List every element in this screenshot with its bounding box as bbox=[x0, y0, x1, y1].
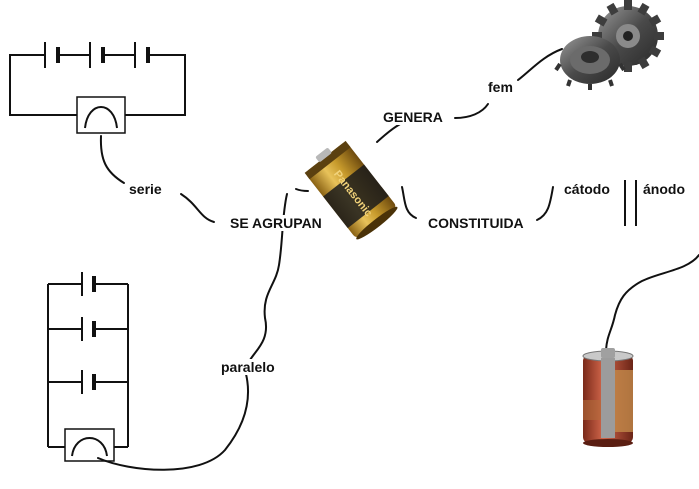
label-se-agrupan: SE AGRUPAN bbox=[230, 215, 322, 231]
label-paralelo: paralelo bbox=[221, 359, 275, 375]
electrode-plates bbox=[624, 180, 637, 226]
label-constituida: CONSTITUIDA bbox=[428, 215, 524, 231]
label-catodo: cátodo bbox=[564, 181, 610, 197]
label-genera: GENERA bbox=[383, 109, 443, 125]
label-fem: fem bbox=[488, 79, 513, 95]
cell-cross-section-image bbox=[582, 348, 634, 447]
parallel-circuit bbox=[47, 272, 129, 462]
battery-image: Panasonic bbox=[304, 140, 398, 240]
series-circuit bbox=[9, 42, 186, 134]
label-serie: serie bbox=[129, 181, 162, 197]
label-anodo: ánodo bbox=[643, 181, 685, 197]
gears-icon bbox=[554, 0, 664, 90]
